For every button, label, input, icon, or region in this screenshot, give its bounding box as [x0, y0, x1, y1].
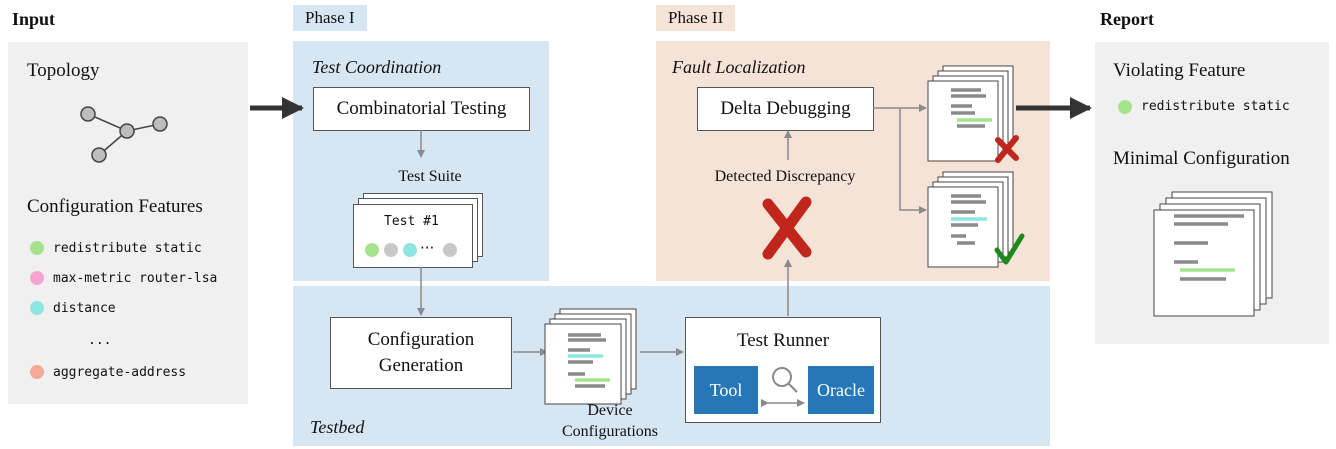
test-dot — [384, 243, 398, 257]
input-panel — [8, 42, 248, 404]
violating-feature: redistribute static — [1118, 99, 1290, 114]
feature-dot — [30, 271, 44, 285]
feature-list: redistribute static max-metric router-ls… — [30, 233, 217, 387]
configuration-generation-box: Configuration Generation — [330, 317, 512, 389]
topology-graph — [80, 106, 168, 163]
feature-ellipsis: ... — [88, 332, 112, 348]
delta-branch-arrows — [873, 104, 927, 214]
device-config-stack — [544, 308, 637, 405]
feature-item: aggregate-address — [30, 357, 217, 387]
feature-item: ... — [30, 323, 217, 357]
pass-icon — [994, 233, 1025, 265]
minimal-config-stack — [1153, 191, 1273, 317]
topology-node — [119, 123, 135, 139]
feature-name: redistribute static — [53, 240, 202, 256]
magnifier-icon — [772, 367, 798, 393]
feature-item: max-metric router-lsa — [30, 263, 217, 293]
topology-label: Topology — [27, 60, 100, 81]
test-dot — [365, 243, 379, 257]
feature-name: max-metric router-lsa — [53, 270, 218, 286]
phase1-tab: Phase I — [293, 5, 367, 31]
feature-dot — [30, 365, 44, 379]
features-label: Configuration Features — [27, 196, 203, 217]
feature-name: aggregate-address — [53, 364, 187, 380]
feature-item: redistribute static — [30, 233, 217, 263]
input-heading: Input — [12, 9, 56, 29]
test-runner-label: Test Runner — [736, 330, 830, 351]
test-suite-label: Test Suite — [398, 168, 462, 185]
feature-dot — [30, 301, 44, 315]
testbed-label: Testbed — [310, 417, 365, 437]
minimal-configuration-label: Minimal Configuration — [1113, 148, 1290, 169]
tool-box: Tool — [694, 366, 758, 414]
violating-feature-label: Violating Feature — [1113, 60, 1246, 81]
feature-item: distance — [30, 293, 217, 323]
violating-feature-dot — [1118, 99, 1132, 114]
device-configurations-label: Device Configurations — [562, 402, 658, 440]
test-dot — [443, 243, 457, 257]
passing-config-stack — [927, 171, 1014, 268]
fail-icon — [995, 135, 1019, 163]
discrepancy-x-icon — [762, 196, 812, 260]
violating-feature-name: redistribute static — [1141, 99, 1290, 114]
feature-name: distance — [53, 300, 116, 316]
topology-node — [91, 147, 107, 163]
phase2-tab: Phase II — [656, 5, 736, 31]
test-coordination-label: Test Coordination — [312, 57, 442, 77]
oracle-box: Oracle — [808, 366, 874, 414]
test-card-title: Test #1 — [384, 214, 439, 229]
topology-node — [80, 106, 96, 122]
test-runner-box: Test Runner Tool Oracle — [685, 317, 881, 423]
topology-node — [152, 116, 168, 132]
feature-dot — [30, 241, 44, 255]
test-ellipsis: ··· — [420, 239, 435, 257]
test-card: Test #1 ··· — [353, 204, 473, 268]
combinatorial-testing-box: Combinatorial Testing — [313, 87, 530, 131]
test-dot — [403, 243, 417, 257]
fault-localization-label: Fault Localization — [672, 57, 806, 77]
failing-config-stack — [927, 65, 1014, 162]
report-heading: Report — [1100, 9, 1154, 29]
detected-discrepancy-label: Detected Discrepancy — [714, 168, 856, 185]
